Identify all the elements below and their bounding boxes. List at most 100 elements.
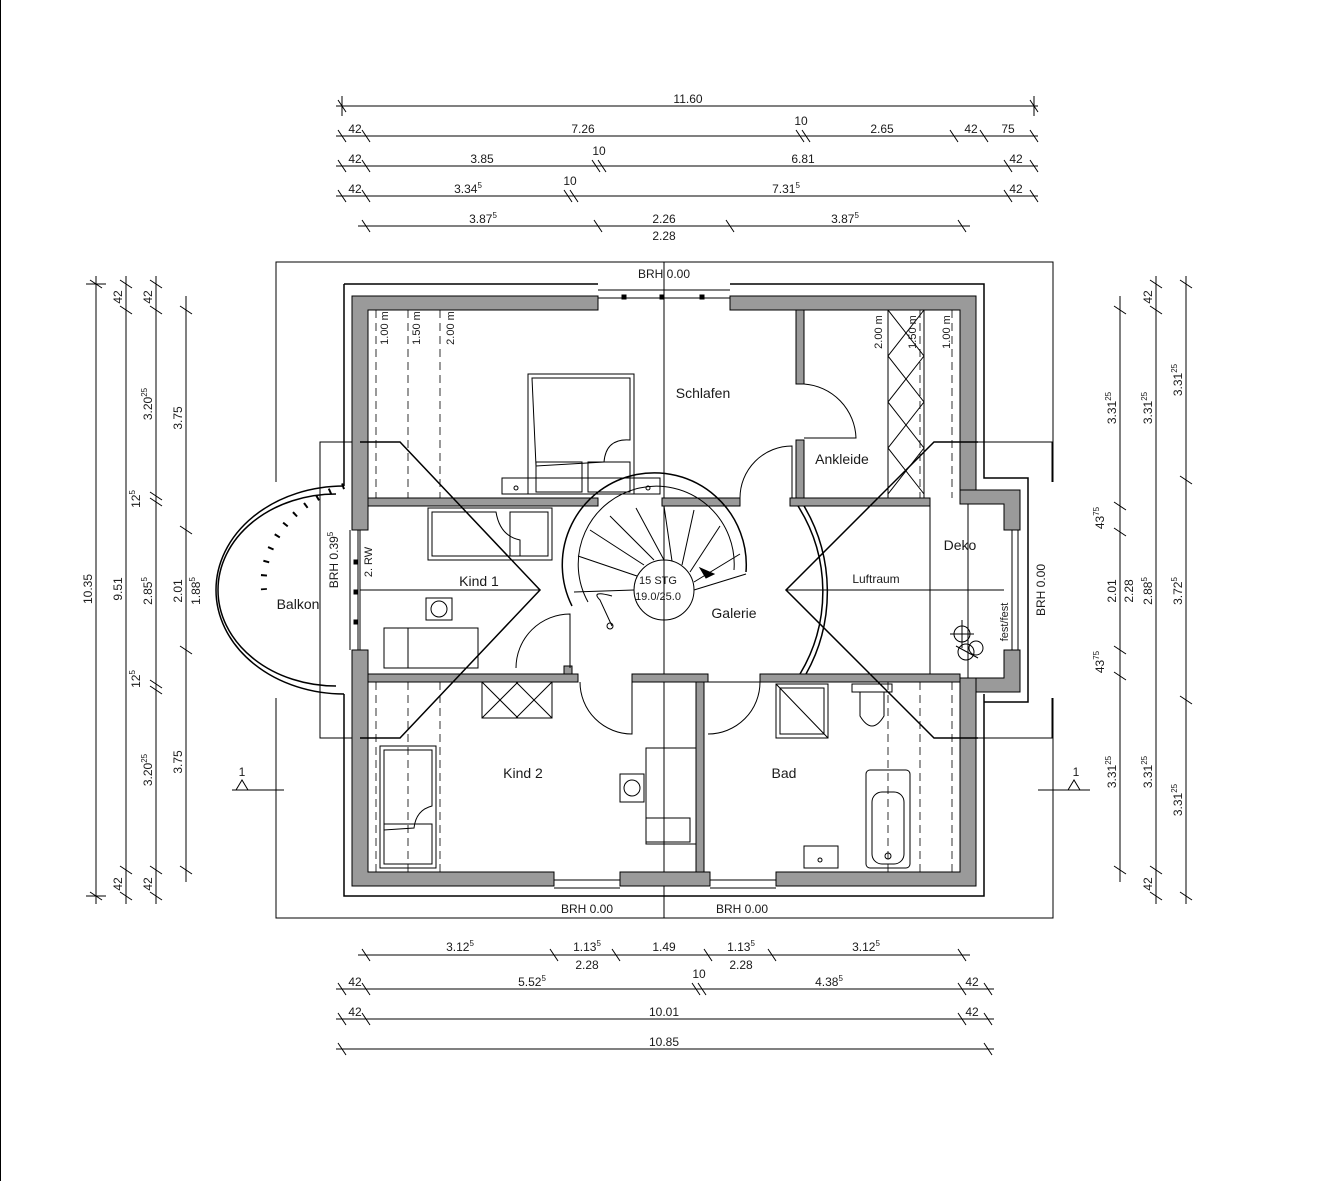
brh-top: BRH 0.00 <box>638 267 690 281</box>
dim-left-inner-total: 9.51 <box>111 577 125 601</box>
bed-kind1 <box>427 507 553 561</box>
dim-right-c4-a-sup: 25 <box>1170 363 1179 372</box>
section-marker-left <box>232 779 284 791</box>
dim-left-c3-b: 3.20 <box>141 396 155 420</box>
dim-right-c1-e: 43 <box>1093 659 1107 673</box>
dim-bot-r1-b-under: 2.28 <box>575 958 599 972</box>
inner-wall-lines <box>343 283 1029 897</box>
svg-text:1.135: 1.135 <box>727 939 755 954</box>
height-150-right: 1.50 m <box>907 315 919 349</box>
left-dormer-window <box>349 530 359 650</box>
dim-top-r2-d: 2.65 <box>870 122 894 136</box>
dim-right-c2-a-sup: 25 <box>1140 391 1149 400</box>
room-galerie: Galerie <box>711 605 756 621</box>
right-dormer-window <box>1011 530 1019 650</box>
dim-left-c5-a: 3.75 <box>171 406 185 430</box>
dimension-texts-left: 10.35 9.51 42 42 3.2025 42 125 2.855 125… <box>81 290 203 891</box>
svg-text:3.3125: 3.3125 <box>1104 755 1119 788</box>
page-edge-line <box>0 0 1 1181</box>
dim-left-c2-g: 42 <box>111 877 125 891</box>
svg-text:3.875: 3.875 <box>469 211 497 226</box>
dormer-masks <box>271 482 1058 698</box>
svg-text:3.3125: 3.3125 <box>1170 363 1185 396</box>
dim-bot-r2-b: 5.52 <box>518 975 542 989</box>
desk-kind2 <box>619 747 697 845</box>
dim-left-c3-d: 2.85 <box>141 581 155 605</box>
dim-bot-r1-a-sup: 5 <box>469 939 474 948</box>
dim-left-total: 10.35 <box>81 574 95 604</box>
room-kind2: Kind 2 <box>503 765 543 781</box>
section-marker-right <box>1038 779 1090 791</box>
dim-top-r2-a: 42 <box>348 122 362 136</box>
plant-icon <box>950 620 984 661</box>
dimension-texts-right: 42 42 3.3125 4375 2.01 4375 3.3125 3.312… <box>1092 290 1185 891</box>
dim-right-c1-c-sup: 75 <box>1092 506 1101 515</box>
exterior-walls <box>351 295 1021 887</box>
svg-text:4.385: 4.385 <box>815 974 843 989</box>
dimension-chains-bottom <box>336 948 994 1056</box>
dim-top-r4-d: 7.31 <box>772 182 796 196</box>
dim-right-c1-e-sup: 75 <box>1092 650 1101 659</box>
spiral-stairs <box>561 472 748 630</box>
dim-top-r5-under: 2.28 <box>652 229 676 243</box>
room-bad: Bad <box>772 765 797 781</box>
dimension-chains-right <box>1113 276 1193 904</box>
svg-text:4375: 4375 <box>1092 506 1107 529</box>
dim-bot-r3-c: 42 <box>965 1005 979 1019</box>
dim-right-c2-c: 3.31 <box>1141 764 1155 788</box>
dim-left-c3-b-sup: 25 <box>140 387 149 396</box>
dim-top-total: 11.60 <box>673 92 702 106</box>
stairs-count: 15 STG <box>639 575 677 587</box>
stairs-size: 19.0/25.0 <box>635 591 681 603</box>
room-ankleide: Ankleide <box>815 451 869 467</box>
svg-text:5.525: 5.525 <box>518 974 546 989</box>
dim-right-c4-a: 3.31 <box>1171 372 1185 396</box>
dim-top-r3-b: 3.85 <box>470 152 494 166</box>
cabinet-kind2 <box>481 681 553 719</box>
dim-top-r3-d: 6.81 <box>791 152 815 166</box>
room-kind1: Kind 1 <box>459 573 499 589</box>
brh-right: BRH 0.00 <box>1034 564 1048 616</box>
height-100-right: 1.00 m <box>941 315 953 349</box>
dim-bot-r3-a: 42 <box>348 1005 362 1019</box>
dim-right-c1-b: 3.31 <box>1105 400 1119 424</box>
height-200-left: 2.00 m <box>445 311 457 345</box>
svg-text:2.885: 2.885 <box>1140 577 1155 605</box>
brh-bottom-left: BRH 0.00 <box>561 902 613 916</box>
svg-text:125: 125 <box>128 490 143 508</box>
dim-top-r4-b-sup: 5 <box>477 181 482 190</box>
dim-top-r4-c: 10 <box>563 174 577 188</box>
dimension-chains-top <box>336 96 1039 233</box>
dim-left-c3-e: 12 <box>129 674 143 688</box>
dim-left-c3-a: 42 <box>141 290 155 304</box>
wardrobe-ankleide <box>887 309 925 499</box>
svg-text:3.125: 3.125 <box>852 939 880 954</box>
dim-right-c1-a: 42 <box>1141 290 1155 304</box>
room-deko: Deko <box>944 537 977 553</box>
dim-right-c3-b-sup: 5 <box>1140 577 1149 582</box>
dim-left-c5-b: 1.88 <box>189 581 203 605</box>
svg-text:7.315: 7.315 <box>772 181 800 196</box>
dim-top-r5-a-sup: 5 <box>492 211 497 220</box>
rw-label: 2. RW <box>363 546 375 577</box>
room-balkon: Balkon <box>277 596 320 612</box>
dim-left-c2-a: 42 <box>111 290 125 304</box>
svg-text:1.135: 1.135 <box>573 939 601 954</box>
svg-text:125: 125 <box>128 670 143 688</box>
dim-right-c2-c-sup: 25 <box>1140 755 1149 764</box>
brh-left: BRH 0.39 <box>327 536 341 588</box>
dim-bot-r4-total: 10.85 <box>649 1035 679 1049</box>
svg-text:1.885: 1.885 <box>188 577 203 605</box>
dim-left-c3-c: 12 <box>129 494 143 508</box>
partitions <box>359 506 1004 674</box>
svg-text:3.875: 3.875 <box>831 211 859 226</box>
dimension-chains-left <box>86 276 193 904</box>
dim-top-r2-e: 42 <box>964 122 978 136</box>
svg-text:4375: 4375 <box>1092 650 1107 673</box>
dim-top-r4-e: 42 <box>1009 182 1023 196</box>
dim-top-r5-b: 2.26 <box>652 212 676 226</box>
dim-bot-r2-d: 4.38 <box>815 975 839 989</box>
dim-top-r3-a: 42 <box>348 152 362 166</box>
doors <box>515 383 857 735</box>
